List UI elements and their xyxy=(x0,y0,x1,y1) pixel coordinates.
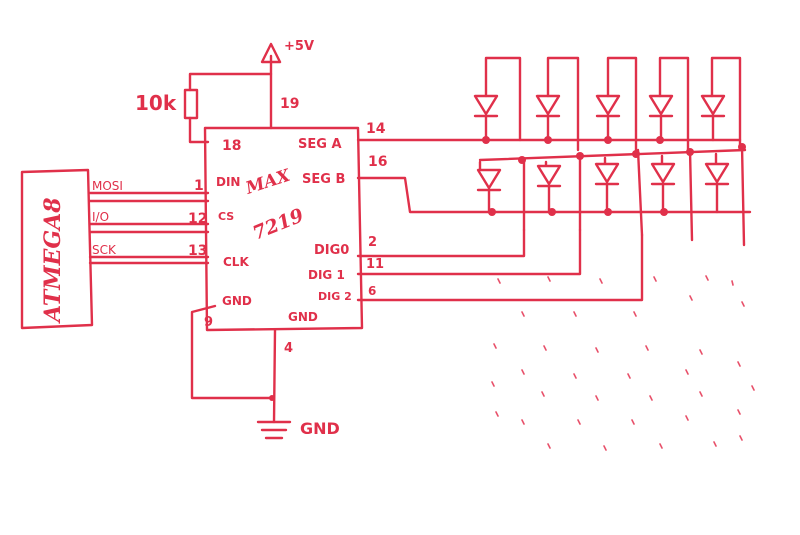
vcc-label: +5V xyxy=(284,39,314,54)
pin-clk-num: 13 xyxy=(188,243,207,259)
pin-din-name: DIN xyxy=(216,175,240,189)
pin-cs-name: CS xyxy=(218,210,234,223)
signal-io: I/O xyxy=(92,210,109,224)
pin-din-num: 1 xyxy=(194,178,204,194)
pin-dig2-name: DIG 2 xyxy=(318,290,352,303)
pin-iset-num: 18 xyxy=(222,138,241,154)
pin-gnd-bottom-num: 4 xyxy=(284,341,293,356)
gnd-label: GND xyxy=(300,419,340,438)
diode-row-bottom xyxy=(476,152,730,214)
pin-sega-name: SEG A xyxy=(298,137,342,152)
signal-sck: SCK xyxy=(92,243,117,257)
signal-mosi: MOSI xyxy=(92,179,123,193)
pin-segb-name: SEG B xyxy=(302,172,345,187)
pin-gnd-left-num: 9 xyxy=(204,315,213,330)
chip-name-line1: MAX xyxy=(242,166,293,200)
atmega8-label: ATMEGA8 xyxy=(40,197,66,324)
pin-sega-num: 14 xyxy=(366,121,386,137)
pin-clk-name: CLK xyxy=(223,255,249,269)
pin-gnd-bottom-name: GND xyxy=(288,310,318,324)
segment-wiring xyxy=(356,136,752,302)
resistor-10k: 10k xyxy=(135,72,273,144)
pin-dig1-num: 11 xyxy=(366,257,384,272)
pin-gnd-left-name: GND xyxy=(222,294,252,308)
pin-cs-num: 12 xyxy=(188,211,207,227)
diode-row-top xyxy=(473,56,742,152)
atmega8-block: ATMEGA8 xyxy=(20,168,94,330)
pin-dig2-num: 6 xyxy=(368,284,376,298)
pin-dig1-name: DIG 1 xyxy=(308,268,345,282)
continuation-marks xyxy=(491,275,755,451)
pin-dig0-num: 2 xyxy=(368,235,377,250)
vcc-rail: +5V xyxy=(260,39,314,130)
pin-segb-num: 16 xyxy=(368,154,387,170)
pin-vcc-num: 19 xyxy=(280,96,299,112)
chip-name-line2: 7219 xyxy=(250,204,307,244)
ground-net: GND xyxy=(190,304,340,440)
resistor-value: 10k xyxy=(135,91,177,115)
spi-bus: MOSI I/O SCK xyxy=(88,179,210,265)
pin-dig0-name: DIG0 xyxy=(314,243,349,258)
